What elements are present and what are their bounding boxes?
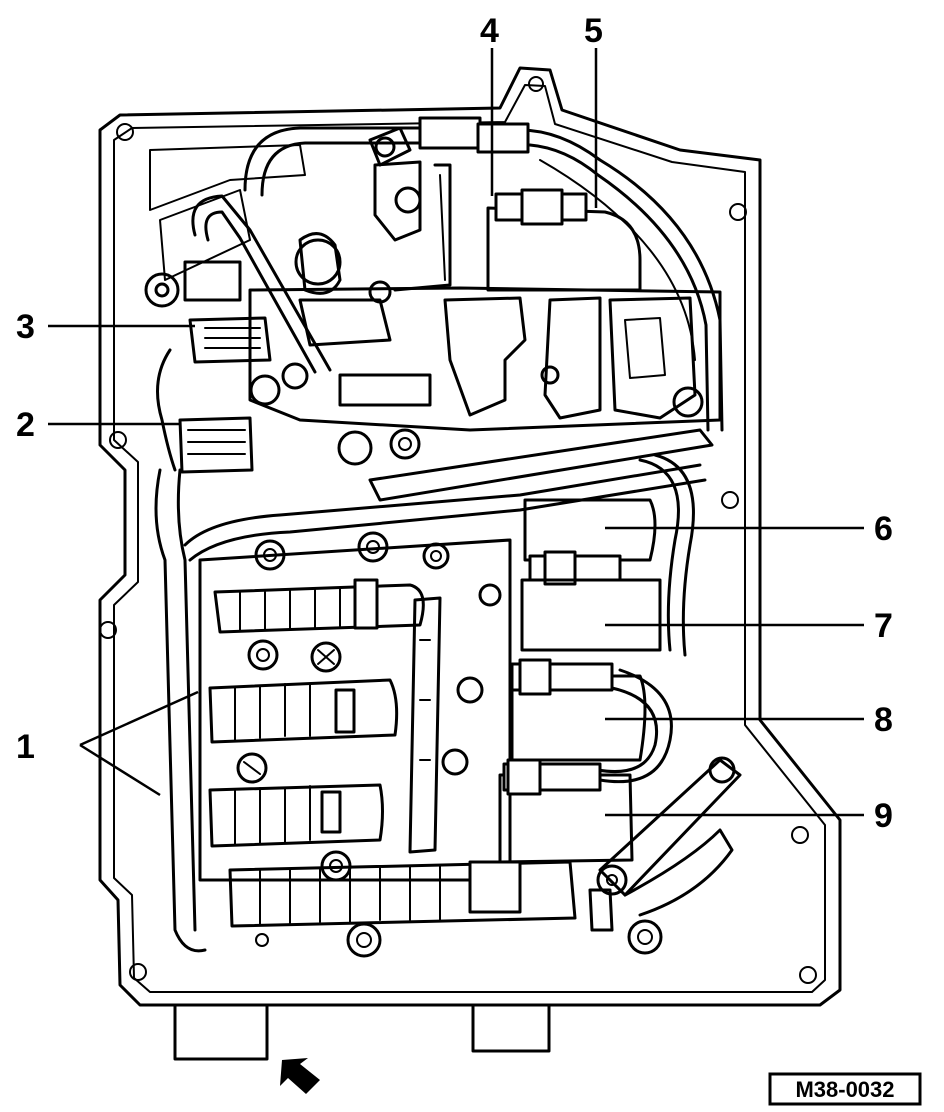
leader-lines (48, 48, 864, 817)
left-solenoid-bracket (144, 260, 281, 474)
callout-7: 7 (874, 607, 893, 645)
lower-valve-body (198, 428, 663, 958)
solenoid-valve-6 (523, 498, 657, 586)
reference-code: M38-0032 (795, 1077, 894, 1102)
callout-5: 5 (584, 12, 603, 50)
solenoid-valve-9 (498, 758, 634, 864)
callout-1: 1 (16, 728, 35, 766)
callout-6: 6 (874, 510, 893, 548)
solenoid-valve-5 (486, 188, 642, 292)
solenoid-valve-7 (520, 578, 662, 652)
housing-outline (98, 66, 842, 1007)
wiring-harness (154, 428, 714, 953)
callout-9: 9 (874, 797, 893, 835)
upper-pipes (191, 126, 724, 432)
callout-2: 2 (16, 406, 35, 444)
callout-4: 4 (480, 12, 499, 50)
solenoid-valve-8 (510, 658, 647, 762)
callout-3: 3 (16, 308, 35, 346)
callout-8: 8 (874, 701, 893, 739)
direction-arrow-icon (280, 1058, 320, 1094)
bottom-connector-tabs (173, 1003, 551, 1061)
selector-lever (588, 756, 742, 932)
reference-code-box: M38-0032 (768, 1072, 922, 1106)
